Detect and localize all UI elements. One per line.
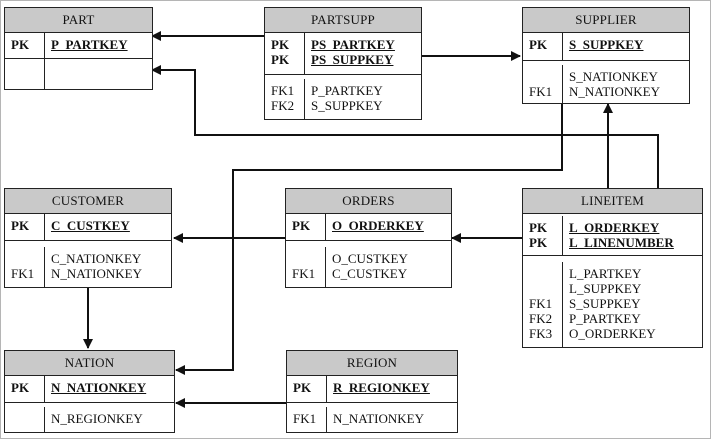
key-label: FK2: [271, 98, 295, 113]
field-name: S_SUPPKEY: [569, 296, 641, 311]
key-label: PK: [271, 52, 290, 67]
key-label: FK2: [529, 311, 553, 326]
field-name: N_NATIONKEY: [51, 380, 147, 395]
attribute-row: FK1 FK2 FK3 L_PARTKEY L_SUPPKEY S_SUPPKE…: [523, 256, 702, 348]
field-name: L_ORDERKEY: [569, 220, 660, 235]
pk-row: PK C_CUSTKEY: [5, 214, 171, 241]
entity-title: SUPPLIER: [523, 8, 689, 33]
key-label: PK: [529, 235, 548, 250]
key-label: PK: [529, 220, 548, 235]
field-name: O_ORDERKEY: [332, 218, 424, 233]
field-name: N_NATIONKEY: [51, 266, 142, 281]
field-name: P_PARTKEY: [569, 311, 641, 326]
key-label: PK: [11, 37, 30, 52]
attribute-row: FK1 C_NATIONKEY N_NATIONKEY: [5, 241, 171, 288]
field-name: P_PARTKEY: [51, 37, 128, 52]
key-label: [529, 266, 562, 281]
field-name: O_ORDERKEY: [569, 326, 656, 341]
key-label: PK: [292, 218, 311, 233]
field-name: N_NATIONKEY: [333, 411, 424, 426]
key-label: [292, 251, 325, 266]
key-label: PK: [11, 218, 30, 233]
field-name: P_PARTKEY: [311, 83, 383, 98]
entity-supplier: SUPPLIER PK S_SUPPKEY FK1 S_NATIONKEY N_…: [522, 7, 690, 104]
link-lineitem-part: [151, 65, 659, 188]
field-name: L_PARTKEY: [569, 266, 642, 281]
entity-region: REGION PK R_REGIONKEY FK1 N_NATIONKEY: [286, 350, 458, 433]
field-name: S_NATIONKEY: [569, 69, 658, 84]
entity-title: ORDERS: [286, 189, 451, 214]
key-label: FK1: [11, 266, 35, 281]
link-supplier-nation: [175, 104, 563, 375]
key-label: FK1: [293, 411, 317, 426]
entity-title: LINEITEM: [523, 189, 702, 214]
pk-row: PK S_SUPPKEY: [523, 33, 689, 61]
field-name: C_NATIONKEY: [51, 251, 142, 266]
field-name: S_SUPPKEY: [569, 37, 644, 52]
attribute-row: FK1 N_NATIONKEY: [287, 403, 457, 433]
field-name: C_CUSTKEY: [51, 218, 130, 233]
attribute-row: [5, 59, 152, 90]
entity-title: PARTSUPP: [265, 8, 421, 33]
key-label: PK: [11, 380, 30, 395]
entity-partsupp: PARTSUPP PK PK PS_PARTKEY PS_SUPPKEY FK1…: [264, 7, 422, 120]
attribute-row: FK1 O_CUSTKEY C_CUSTKEY: [286, 241, 451, 288]
key-label: FK1: [292, 266, 316, 281]
key-label: FK1: [529, 84, 553, 99]
entity-title: REGION: [287, 351, 457, 376]
key-label: FK1: [529, 296, 553, 311]
entity-orders: ORDERS PK O_ORDERKEY FK1 O_CUSTKEY C_CUS…: [285, 188, 452, 288]
field-name: O_CUSTKEY: [332, 251, 408, 266]
key-label: FK1: [271, 83, 295, 98]
entity-title: NATION: [5, 351, 174, 376]
entity-part: PART PK P_PARTKEY: [4, 7, 153, 90]
field-name: PS_PARTKEY: [311, 37, 395, 52]
key-label: PK: [293, 380, 312, 395]
pk-row: PK N_NATIONKEY: [5, 376, 174, 403]
attribute-row: FK1 S_NATIONKEY N_NATIONKEY: [523, 61, 689, 104]
key-label: PK: [529, 37, 548, 52]
field-name: R_REGIONKEY: [333, 380, 430, 395]
key-label: [11, 251, 44, 266]
field-name: N_NATIONKEY: [569, 84, 660, 99]
field-name: PS_SUPPKEY: [311, 52, 394, 67]
pk-row: PK R_REGIONKEY: [287, 376, 457, 403]
field-name: L_LINENUMBER: [569, 235, 674, 250]
field-name: C_CUSTKEY: [332, 266, 408, 281]
entity-customer: CUSTOMER PK C_CUSTKEY FK1 C_NATIONKEY N_…: [4, 188, 172, 288]
field-name: L_SUPPKEY: [569, 281, 642, 296]
entity-lineitem: LINEITEM PK PK L_ORDERKEY L_LINENUMBER F…: [522, 188, 703, 348]
entity-nation: NATION PK N_NATIONKEY N_REGIONKEY: [4, 350, 175, 433]
key-label: FK3: [529, 326, 553, 341]
pk-row: PK P_PARTKEY: [5, 33, 152, 59]
attribute-row: FK1 FK2 P_PARTKEY S_SUPPKEY: [265, 75, 421, 120]
pk-row: PK PK L_ORDERKEY L_LINENUMBER: [523, 214, 702, 256]
field-name: N_REGIONKEY: [51, 411, 143, 426]
pk-row: PK O_ORDERKEY: [286, 214, 451, 241]
key-label: [529, 281, 562, 296]
entity-title: PART: [5, 8, 152, 33]
attribute-row: N_REGIONKEY: [5, 403, 174, 433]
key-label: PK: [271, 37, 290, 52]
pk-row: PK PK PS_PARTKEY PS_SUPPKEY: [265, 33, 421, 75]
entity-title: CUSTOMER: [5, 189, 171, 214]
field-name: S_SUPPKEY: [311, 98, 383, 113]
key-label: [529, 69, 562, 84]
